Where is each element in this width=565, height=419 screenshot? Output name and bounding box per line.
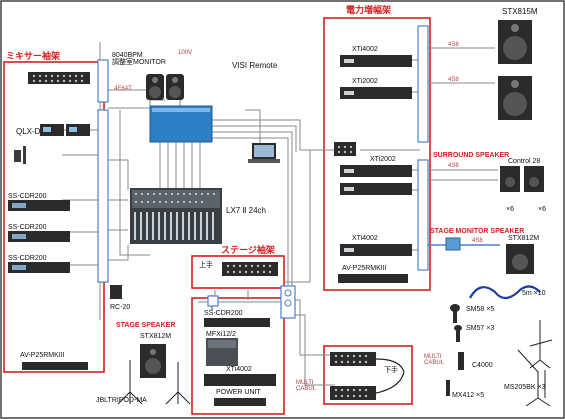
sm57-label: SM57 ×3 bbox=[466, 325, 495, 332]
xti2002-b-unit bbox=[340, 165, 412, 177]
cable-5m-label: 5m ×10 bbox=[522, 290, 546, 297]
mixer-rack-input-bus bbox=[97, 59, 109, 103]
wireless-mic-set bbox=[14, 146, 26, 164]
multi-cable-label-1: MULTI CABUL bbox=[296, 380, 317, 393]
mixer-patch-bay bbox=[28, 72, 90, 84]
multi-cable-boxes bbox=[330, 352, 405, 400]
control28-speakers bbox=[500, 166, 544, 192]
av-p25-left-unit bbox=[22, 362, 88, 370]
stage-speaker-stx812m bbox=[140, 344, 166, 378]
shimote-label: 下手 bbox=[384, 367, 398, 374]
power-rack-top-bus bbox=[417, 25, 429, 143]
xti4002-b-label: XTi4002 bbox=[352, 235, 378, 242]
stx812m-stage-label: STX812M bbox=[140, 333, 172, 340]
mfxi-label: MFXi12/2 bbox=[206, 331, 236, 338]
stage-monitor-speaker-label: STAGE MONITOR SPEAKER bbox=[430, 228, 525, 235]
jbl-tripod-label: JBLTRIPOD-MA bbox=[96, 397, 147, 404]
stage-split-box bbox=[207, 295, 219, 307]
stx815m-label: STX815M bbox=[502, 7, 538, 16]
mixer-rack-patch-bus bbox=[97, 109, 109, 283]
stx812m-monitor-label: STX812M bbox=[508, 235, 540, 242]
sm58-label: SM58 ×5 bbox=[466, 306, 495, 313]
power-rack-connector bbox=[334, 142, 356, 156]
x6-a-label: ×6 bbox=[506, 206, 514, 213]
ss-cdr200-3-label: SS-CDR200 bbox=[8, 255, 47, 262]
power-amp-rack-frame bbox=[323, 17, 431, 291]
power-amp-rack-label: 電力増幅架 bbox=[346, 5, 392, 15]
cable-coil bbox=[469, 285, 541, 300]
stx815m-speakers bbox=[498, 20, 532, 120]
ac-100v-label: 100V bbox=[178, 50, 193, 56]
visi-remote-laptop bbox=[248, 143, 280, 163]
av-p25-left-label: AV-P25RMKIII bbox=[20, 352, 65, 359]
qlx-d-receivers bbox=[40, 124, 90, 136]
ss-cdr200-2-label: SS-CDR200 bbox=[8, 224, 47, 231]
mixer-rack-frame bbox=[3, 61, 105, 373]
av-p25-right-label: AV-P25RMKIII bbox=[342, 265, 387, 272]
ss-cdr200-1-label: SS-CDR200 bbox=[8, 193, 47, 200]
mixer-rack-label: ミキサー袖架 bbox=[6, 51, 61, 61]
stage-rack-label: ステージ袖架 bbox=[221, 245, 275, 255]
rc20-remote bbox=[110, 285, 122, 299]
wire-4s8-4-label: 4S8 bbox=[472, 238, 483, 244]
visi-remote-label: VISI Remote bbox=[232, 61, 278, 70]
mfxi-mixer bbox=[206, 338, 238, 366]
kamite-label: 上手 bbox=[199, 262, 213, 269]
mic-stands bbox=[517, 320, 553, 407]
control28-label: Control 28 bbox=[508, 158, 541, 165]
ss-cdr200-stage-label: SS-CDR200 bbox=[204, 310, 243, 317]
surround-speaker-label: SURROUND SPEAKER bbox=[433, 152, 510, 159]
av-p25-right-unit bbox=[338, 274, 408, 283]
xti2002-a-label: XTi2002 bbox=[352, 78, 378, 85]
xti4002-stage-label: XTi4002 bbox=[226, 366, 252, 373]
stage-speaker-label: STAGE SPEAKER bbox=[116, 322, 176, 329]
tripod-stands bbox=[117, 360, 191, 405]
rc20-label: RC-20 bbox=[110, 304, 131, 311]
xti4002-a-label: XTi4002 bbox=[352, 46, 378, 53]
lx7-label: LX7 Ⅱ 24ch bbox=[226, 206, 266, 215]
xti2002-c-unit bbox=[340, 183, 412, 195]
qlx-d-label: QLX-D bbox=[16, 127, 41, 136]
stx812m-monitor-speaker bbox=[506, 244, 534, 274]
xti4002-stage-unit bbox=[204, 374, 276, 386]
stage-rack-frame bbox=[191, 297, 285, 415]
wire-4s8-2-label: 4S8 bbox=[448, 77, 459, 83]
xti4002-a-unit bbox=[340, 55, 412, 67]
xti2002-a-unit bbox=[340, 87, 412, 99]
xti4002-b-unit bbox=[340, 244, 412, 256]
power-unit bbox=[214, 398, 266, 406]
stage-connector-column bbox=[280, 285, 296, 319]
monitor-room-label: 8040BPM 調整室MONITOR bbox=[112, 52, 166, 67]
wire-4e6at-label: 4E6AT bbox=[114, 86, 132, 92]
stage-rack-frame-top bbox=[191, 255, 285, 289]
x6-b-label: ×6 bbox=[538, 206, 546, 213]
ss-cdr200-stage-unit bbox=[204, 318, 270, 327]
mx412-label: MX412 ×5 bbox=[452, 392, 485, 399]
power-rack-bottom-bus bbox=[417, 159, 429, 271]
ms205bk-label: MS205BK ×3 bbox=[504, 384, 546, 391]
wire-4s8-3-label: 4S8 bbox=[448, 163, 459, 169]
wire-4s8-1-label: 4S8 bbox=[448, 42, 459, 48]
lx7-console bbox=[130, 188, 222, 244]
xti2002-b-label: XTi2002 bbox=[370, 156, 396, 163]
power-unit-label: POWER UNIT bbox=[216, 389, 261, 396]
c4000-label: C4000 bbox=[472, 362, 493, 369]
multi-cable-frame bbox=[323, 345, 413, 405]
ss-cdr200-units bbox=[8, 200, 70, 273]
stage-patch-bay bbox=[222, 262, 278, 276]
monitor-speaker-pair bbox=[146, 74, 184, 100]
microphones bbox=[446, 304, 464, 396]
stage-monitor-dsp bbox=[445, 237, 461, 251]
multi-cable-label-2: MULTI CABUL bbox=[424, 354, 445, 367]
